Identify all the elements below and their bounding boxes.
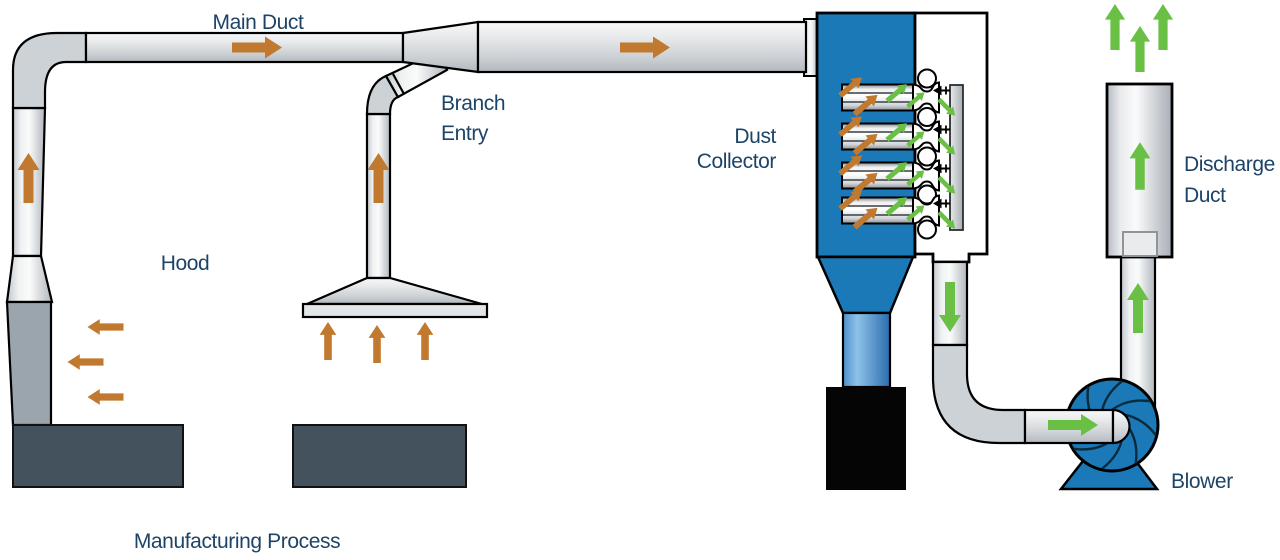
side-draft-hood-assembly bbox=[5, 31, 88, 427]
blower-unit bbox=[1023, 377, 1160, 491]
downcomer-elbow bbox=[931, 343, 1027, 445]
main-duct-assembly bbox=[84, 20, 808, 74]
label-dust-collector-line2: Collector bbox=[697, 150, 777, 173]
left-elbow bbox=[11, 31, 88, 110]
label-branch-entry-line1: Branch bbox=[441, 92, 505, 115]
pulse-jet-nozzles bbox=[932, 85, 950, 209]
main-duct-expansion bbox=[401, 20, 480, 74]
filter-cartridges bbox=[841, 81, 940, 227]
label-hood: Hood bbox=[161, 252, 210, 275]
airflow-arrow-canopy-capture bbox=[416, 322, 434, 360]
blower-inlet-duct bbox=[1023, 408, 1115, 445]
airflow-arrow-exhaust bbox=[1129, 26, 1151, 72]
process-machine-left bbox=[12, 424, 184, 488]
airflow-arrow-exhaust bbox=[1104, 3, 1126, 50]
canopy-hood-cone bbox=[306, 276, 483, 306]
process-machine-right bbox=[292, 424, 467, 488]
dust-collection-bin bbox=[826, 387, 906, 490]
canopy-hood-plate bbox=[301, 302, 489, 319]
hood-funnel-transition bbox=[5, 254, 54, 304]
label-main-duct: Main Duct bbox=[213, 11, 304, 34]
branch-joint-line bbox=[392, 73, 405, 95]
label-branch-entry-line2: Entry bbox=[441, 122, 489, 145]
label-discharge-duct-line2: Duct bbox=[1184, 184, 1226, 207]
label-discharge-duct-line1: Discharge bbox=[1184, 153, 1275, 176]
airflow-arrow-hood-capture bbox=[87, 389, 124, 405]
blower-inlet-cap bbox=[1111, 408, 1131, 445]
dust-collector bbox=[815, 11, 989, 490]
label-blower: Blower bbox=[1171, 470, 1233, 493]
hopper-discharge-tube bbox=[841, 311, 892, 389]
label-manufacturing-process: Manufacturing Process bbox=[134, 530, 340, 553]
diagram-labels: Main Duct Branch Entry Hood Manufacturin… bbox=[134, 11, 1276, 553]
airflow-arrow-hood-capture bbox=[67, 354, 104, 370]
airflow-arrow-canopy-capture bbox=[319, 322, 337, 360]
tube-sheet-plate bbox=[949, 84, 964, 231]
label-dust-collector-line1: Dust bbox=[734, 125, 776, 148]
airflow-arrow-exhaust bbox=[1152, 3, 1174, 50]
airflow-arrow-hood-capture bbox=[87, 319, 124, 335]
stack-inner-duct-overlap bbox=[1122, 231, 1158, 257]
side-draft-hood-face bbox=[5, 300, 53, 427]
airflow-arrow-canopy-capture bbox=[368, 325, 386, 363]
venturi-bells bbox=[917, 68, 937, 240]
collector-hopper bbox=[816, 255, 915, 315]
